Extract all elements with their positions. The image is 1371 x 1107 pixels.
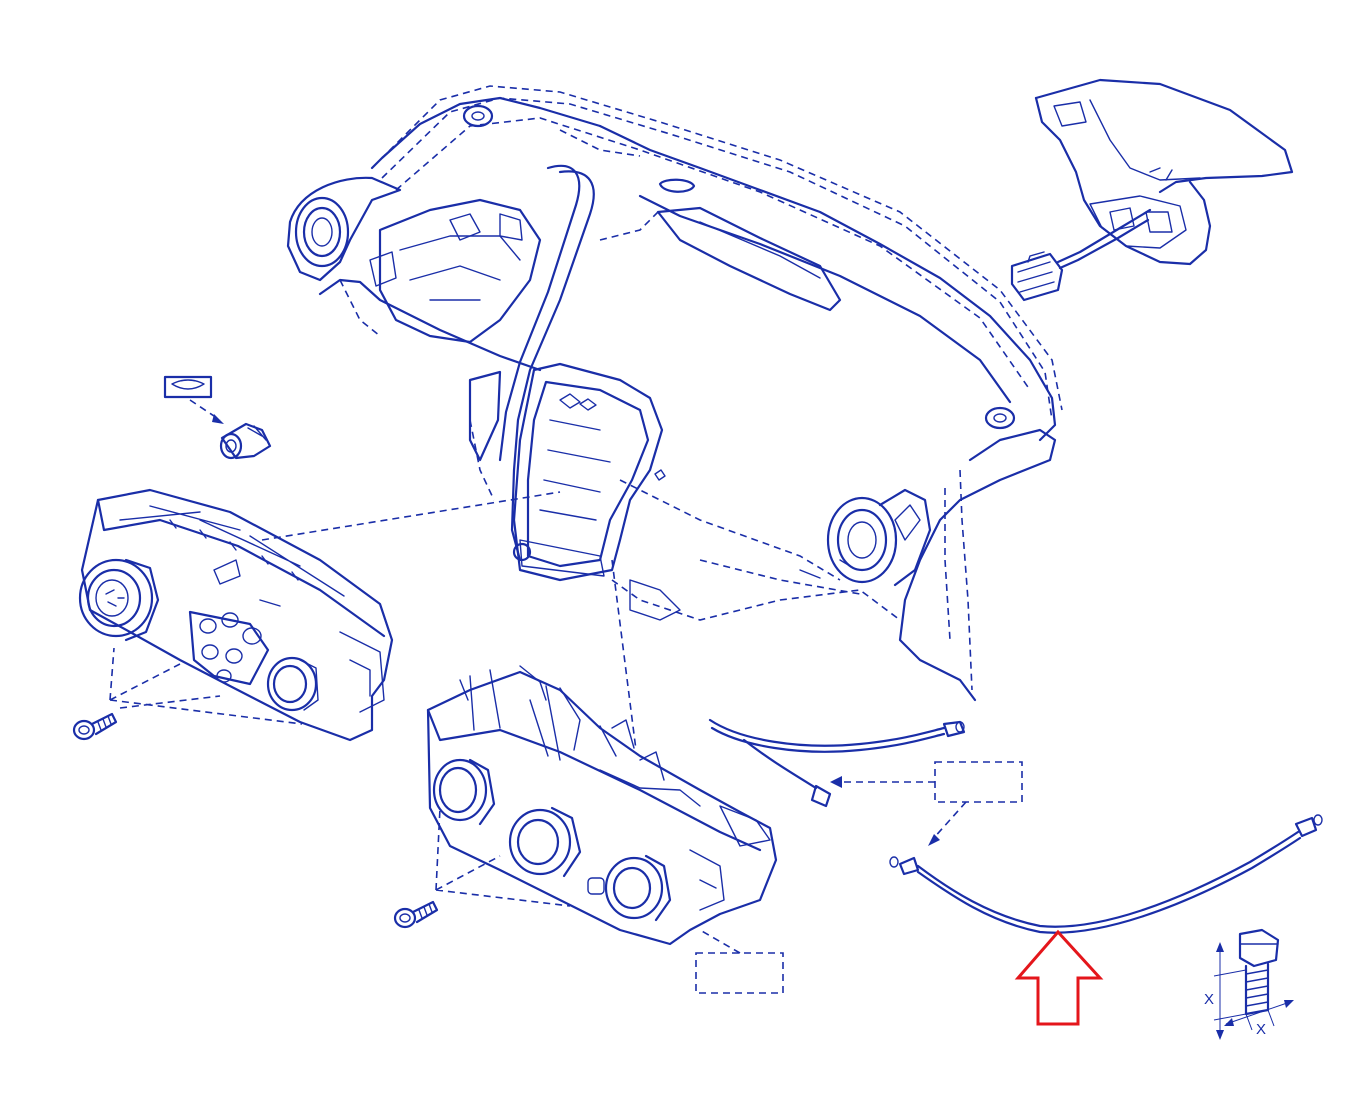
ref-box-cable-arrowhead-down xyxy=(928,834,940,846)
bolt-dimension-icon xyxy=(1213,928,1294,1040)
ref-box-cable-arrowhead xyxy=(830,776,842,788)
panel-auto-screw-leader-b xyxy=(119,695,221,709)
panel-manual-screw-leader xyxy=(435,807,571,907)
ref-box-cable xyxy=(934,761,1023,803)
sensor-gasket[interactable] xyxy=(163,375,213,399)
panel-auto-screw-leader-a xyxy=(109,647,303,725)
dashboard-assembly[interactable] xyxy=(286,85,1063,702)
climate-control-panel-auto[interactable] xyxy=(78,488,394,742)
sensor-leader-arrowhead xyxy=(212,414,224,424)
control-cable-short[interactable] xyxy=(708,718,966,808)
ref-box-panel-leader xyxy=(699,929,741,954)
screw-icon[interactable] xyxy=(72,712,118,741)
temperature-sensor[interactable] xyxy=(219,422,272,460)
vent-right-icon xyxy=(826,488,932,587)
climate-control-panel-manual[interactable] xyxy=(426,665,778,946)
screw-icon[interactable] xyxy=(393,900,439,929)
vent-left-icon xyxy=(294,196,350,268)
airbag-module[interactable] xyxy=(1034,78,1294,266)
dimension-label-horizontal: X xyxy=(1256,1021,1266,1038)
ref-box-panel xyxy=(695,952,784,994)
ref-box-cable-leader-down xyxy=(931,801,967,841)
dimension-label-vertical: X xyxy=(1204,991,1214,1008)
control-cable-long[interactable] xyxy=(889,814,1323,934)
red-arrow xyxy=(1014,929,1104,1026)
connector-plug[interactable] xyxy=(1010,208,1152,302)
panel-auto-leader xyxy=(261,491,561,541)
panel-manual-leader xyxy=(611,559,637,751)
